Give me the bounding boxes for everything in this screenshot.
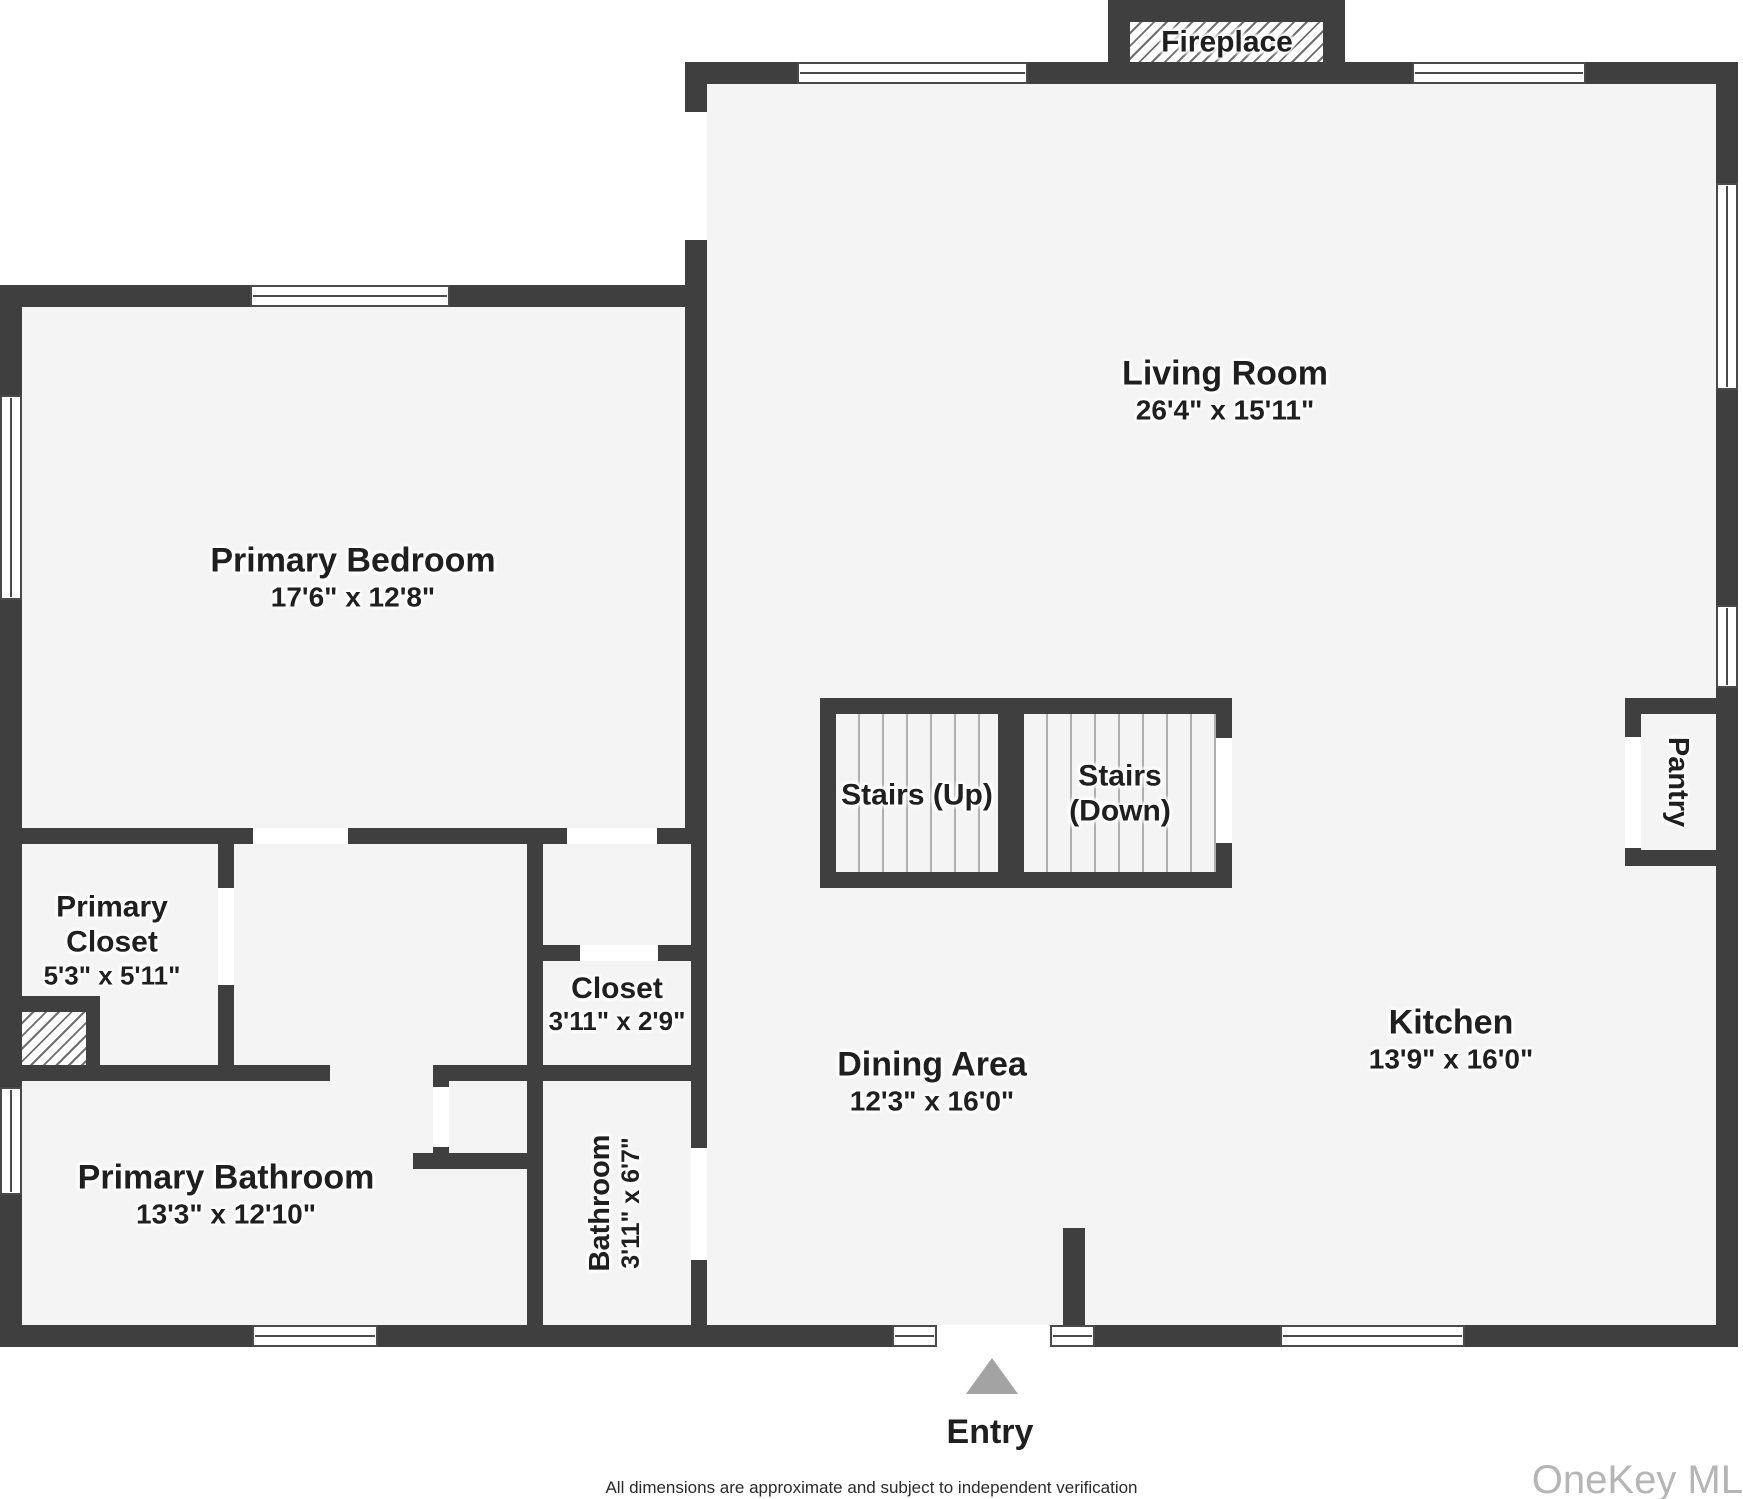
bedroom-door-opening-west [253, 828, 348, 844]
kitchen-dims: 13'9" x 16'0" [1368, 1043, 1534, 1075]
disclaimer-text: All dimensions are approximate and subje… [605, 1478, 1138, 1497]
dining-area-label: Dining Area 12'3" x 16'0" [837, 1044, 1027, 1117]
watermark-text: OneKey ML [1531, 1458, 1743, 1499]
window-living-top-left [797, 62, 1028, 84]
stairs-down-treads [1024, 714, 1216, 872]
chimney-hatch [22, 1012, 86, 1065]
primary-bedroom-name: Primary Bedroom [210, 541, 496, 580]
primary-bedroom-dims: 17'6" x 12'8" [270, 581, 436, 613]
kitchen-name: Kitchen [1388, 1003, 1514, 1042]
entry-text: Entry [946, 1412, 1034, 1451]
wall-vestibule-north [433, 1065, 542, 1081]
floor-bedroom-wing [0, 285, 707, 1347]
stairs-opening [1216, 738, 1232, 843]
entry-door-opening [937, 1325, 1050, 1347]
stairs-up-label: Stairs (Up) [841, 777, 993, 812]
vestibule-door-opening [433, 1087, 449, 1147]
living-room-dims: 26'4" x 15'11" [1135, 394, 1315, 426]
fireplace-hatch [1130, 22, 1323, 62]
pantry-text: Pantry [1662, 736, 1695, 828]
dining-area-name: Dining Area [837, 1045, 1027, 1084]
window-bathroom-left [0, 1087, 22, 1195]
wall-pantry-bottom [1625, 850, 1716, 866]
closet-dims: 3'11" x 2'9" [548, 1006, 686, 1037]
primary-closet-name-line2: Closet [66, 925, 158, 959]
wall-living-west [685, 62, 707, 844]
closet-name: Closet [571, 971, 663, 1005]
wall-pantry-top [1625, 698, 1716, 714]
window-bedroom-top [250, 285, 450, 307]
window-living-right-upper [1716, 183, 1738, 390]
wall-chimney-right [86, 996, 100, 1081]
window-bathroom-bottom [252, 1325, 378, 1347]
fireplace-label-text: Fireplace [1161, 25, 1293, 59]
primary-bedroom-label: Primary Bedroom 17'6" x 12'8" [210, 540, 495, 613]
stairs-up-text: Stairs (Up) [841, 778, 993, 812]
window-bedroom-left [0, 395, 22, 600]
bathroom-label: Bathroom 3'11" x 6'7" [583, 1135, 647, 1272]
window-entry-sidelite-right [1050, 1325, 1095, 1347]
pantry-label: Pantry [1661, 737, 1695, 827]
bathroom-door-opening [691, 1148, 707, 1260]
wall-hall-east [527, 828, 543, 1325]
primary-bathroom-label: Primary Bathroom 13'3" x 12'10" [78, 1157, 375, 1230]
window-living-right-lower [1716, 605, 1738, 688]
living-west-opening [685, 112, 707, 240]
stairs-down-line1: Stairs [1078, 759, 1162, 793]
closet-label: Closet 3'11" x 2'9" [549, 971, 686, 1037]
bathroom-name: Bathroom [584, 1134, 617, 1272]
window-entry-sidelite-left [892, 1325, 937, 1347]
primary-closet-name-line1: Primary [56, 890, 168, 924]
primary-closet-label: Primary Closet 5'3" x 5'11" [44, 889, 181, 990]
window-kitchen-bottom [1280, 1325, 1465, 1347]
pantry-door-opening [1625, 737, 1641, 848]
entry-label: Entry [947, 1412, 1034, 1452]
wall-kitchen-stub [1063, 1228, 1085, 1325]
fireplace-label: Fireplace [1161, 24, 1293, 59]
stairs-up-treads [836, 714, 998, 872]
bedroom-door-opening-east [567, 828, 657, 844]
primary-bathroom-dims: 13'3" x 12'10" [135, 1198, 317, 1230]
wall-vestibule-south [413, 1153, 542, 1169]
primary-bathroom-name: Primary Bathroom [77, 1158, 375, 1197]
entry-arrow-icon [966, 1358, 1018, 1394]
wall-closet-south [543, 1065, 707, 1081]
kitchen-label: Kitchen 13'9" x 16'0" [1369, 1002, 1533, 1075]
primary-closet-door-opening [218, 888, 234, 985]
closet-door-opening [580, 945, 658, 961]
bathroom-dims: 3'11" x 6'7" [617, 1137, 646, 1269]
stairs-down-label: Stairs (Down) [1069, 759, 1171, 830]
living-room-label: Living Room 26'4" x 15'11" [1122, 353, 1328, 426]
window-living-top-right [1412, 62, 1586, 84]
stairs-down-line2: (Down) [1069, 795, 1171, 828]
wall-bathroom-north [0, 1065, 330, 1081]
dining-area-dims: 12'3" x 16'0" [849, 1085, 1015, 1117]
primary-closet-dims: 5'3" x 5'11" [43, 960, 181, 991]
wall-primary-closet-south [0, 996, 100, 1012]
living-room-name: Living Room [1122, 354, 1328, 393]
